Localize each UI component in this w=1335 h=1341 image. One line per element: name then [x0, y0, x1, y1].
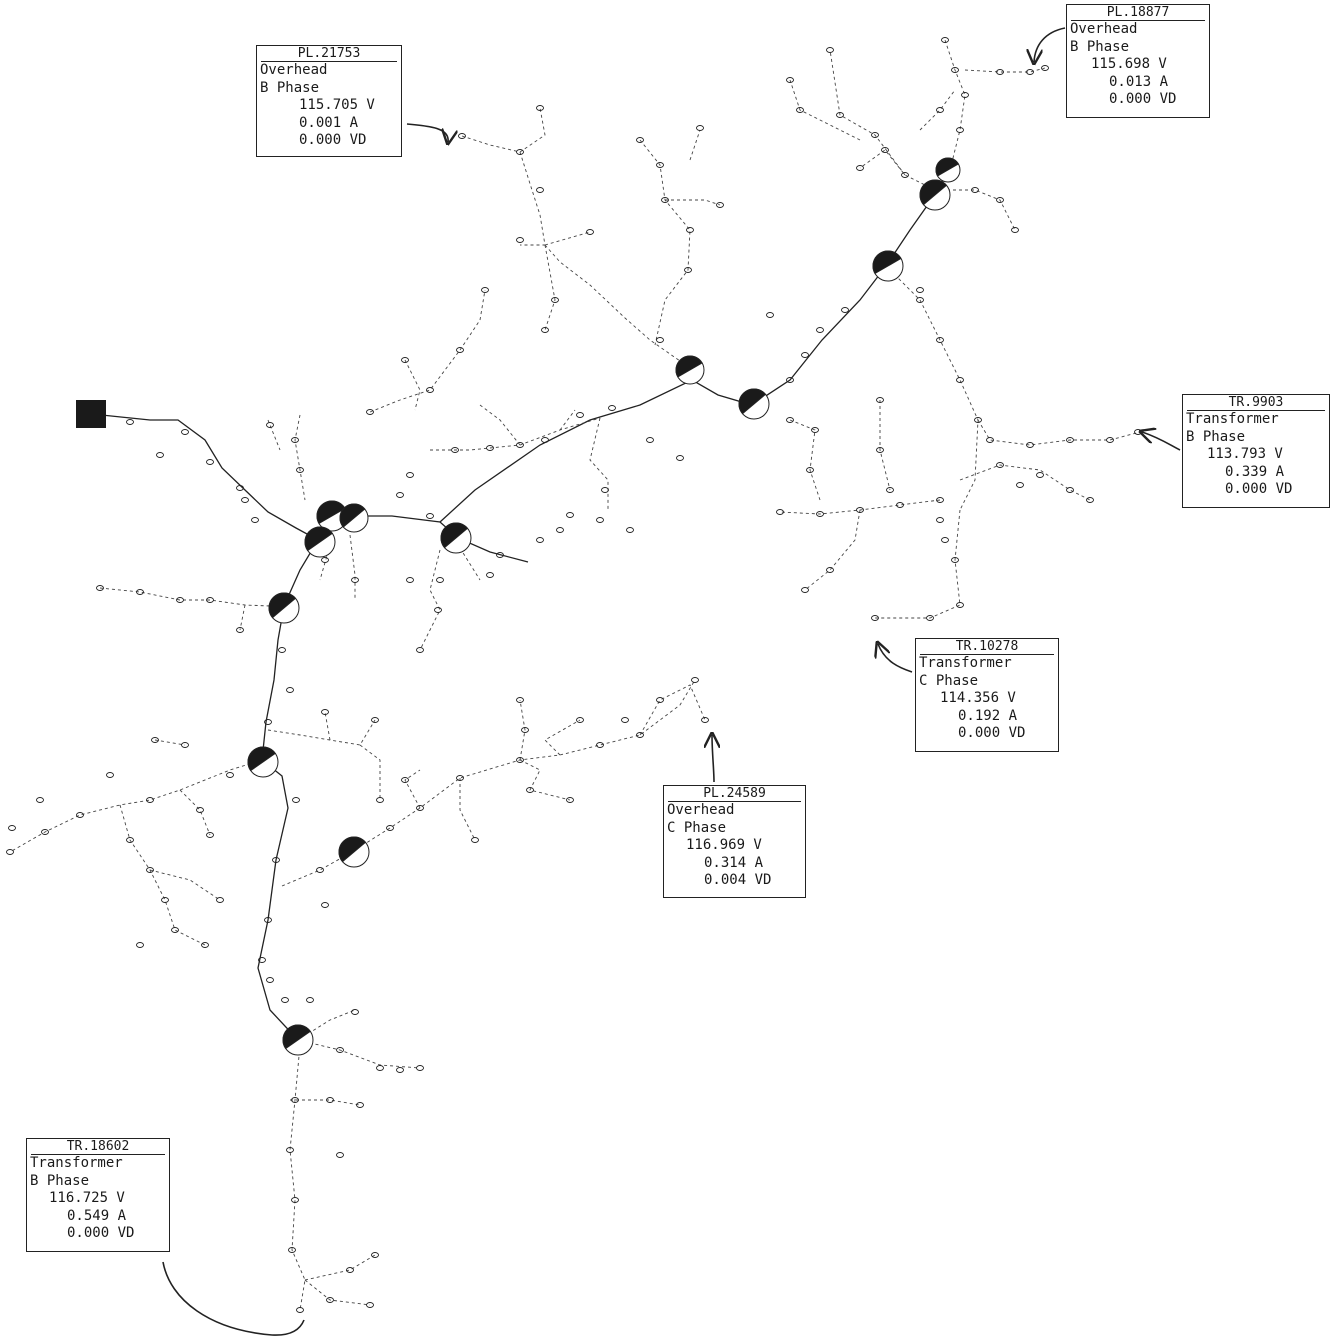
- device-icon: [268, 592, 300, 624]
- callout-voltage: 116.725 V: [49, 1190, 125, 1206]
- callout-vdrop: 0.004 VD: [704, 872, 772, 888]
- callout-current: 0.013 A: [1109, 73, 1169, 90]
- callout-phase: B Phase: [260, 79, 320, 96]
- device-icon: [872, 250, 904, 282]
- substation-source-icon: [76, 400, 106, 428]
- callout-pl-18877[interactable]: PL.18877 Overhead B Phase 115.698 V 0.01…: [1066, 4, 1210, 118]
- device-icon: [339, 503, 369, 533]
- callout-phase: B Phase: [1070, 38, 1130, 55]
- callout-current: 0.339 A: [1225, 463, 1285, 480]
- callout-vdrop: 0.000 VD: [1225, 481, 1293, 497]
- callout-pl-24589[interactable]: PL.24589 Overhead C Phase 116.969 V 0.31…: [663, 785, 806, 898]
- callout-phase: C Phase: [667, 819, 727, 836]
- callout-type: Overhead: [1070, 21, 1138, 37]
- callout-type: Overhead: [667, 802, 735, 818]
- device-icon: [316, 500, 348, 532]
- callout-tr-9903[interactable]: TR.9903 Transformer B Phase 113.793 V 0.…: [1182, 394, 1330, 508]
- callout-id: PL.24589: [668, 786, 801, 802]
- device-icon: [282, 1024, 314, 1056]
- pointer-arrow: [712, 735, 714, 783]
- callout-vdrop: 0.000 VD: [1109, 91, 1177, 107]
- pointer-arrow: [1142, 432, 1181, 451]
- callout-id: TR.18602: [31, 1139, 165, 1155]
- callout-phase: C Phase: [919, 672, 979, 689]
- callout-current: 0.192 A: [958, 707, 1018, 724]
- callout-current: 0.549 A: [67, 1207, 127, 1224]
- callout-tr-18602[interactable]: TR.18602 Transformer B Phase 116.725 V 0…: [26, 1138, 170, 1252]
- main-feeder-trunk: [91, 169, 951, 1041]
- callout-voltage: 115.698 V: [1091, 56, 1167, 72]
- callout-phase: B Phase: [30, 1172, 90, 1189]
- callout-type: Transformer: [919, 655, 1012, 671]
- device-icon: [675, 355, 705, 385]
- callout-type: Transformer: [1186, 411, 1279, 427]
- pointer-arrow: [406, 123, 448, 142]
- callout-id: PL.18877: [1071, 5, 1205, 21]
- callout-pointers: [162, 27, 1181, 1336]
- device-icon: [304, 526, 336, 558]
- device-icon: [338, 836, 370, 868]
- device-icon: [440, 522, 472, 554]
- pointer-arrow: [162, 1261, 305, 1336]
- lateral-feeders: [9, 39, 1141, 1311]
- callout-tr-10278[interactable]: TR.10278 Transformer C Phase 114.356 V 0…: [915, 638, 1059, 752]
- device-icon: [738, 388, 770, 420]
- device-icon: [935, 157, 961, 183]
- device-icon: [919, 179, 951, 211]
- pointer-arrow: [878, 644, 913, 673]
- callout-vdrop: 0.000 VD: [299, 132, 367, 148]
- callout-type: Transformer: [30, 1155, 123, 1171]
- pointer-arrow: [1034, 27, 1066, 62]
- callout-id: PL.21753: [261, 46, 397, 62]
- callout-pl-21753[interactable]: PL.21753 Overhead B Phase 115.705 V 0.00…: [256, 45, 402, 157]
- callout-id: TR.9903: [1187, 395, 1325, 411]
- callout-type: Overhead: [260, 62, 328, 78]
- callout-vdrop: 0.000 VD: [958, 725, 1026, 741]
- callout-current: 0.001 A: [299, 114, 359, 131]
- callout-vdrop: 0.000 VD: [67, 1225, 135, 1241]
- callout-voltage: 113.793 V: [1207, 446, 1283, 462]
- callout-voltage: 116.969 V: [686, 837, 762, 853]
- device-icon: [247, 746, 279, 778]
- callout-id: TR.10278: [920, 639, 1054, 655]
- callout-voltage: 114.356 V: [940, 690, 1016, 706]
- load-nodes: [6, 37, 1142, 1313]
- protective-devices: [247, 157, 961, 1056]
- callout-phase: B Phase: [1186, 428, 1246, 445]
- callout-voltage: 115.705 V: [299, 97, 375, 113]
- callout-current: 0.314 A: [704, 854, 764, 871]
